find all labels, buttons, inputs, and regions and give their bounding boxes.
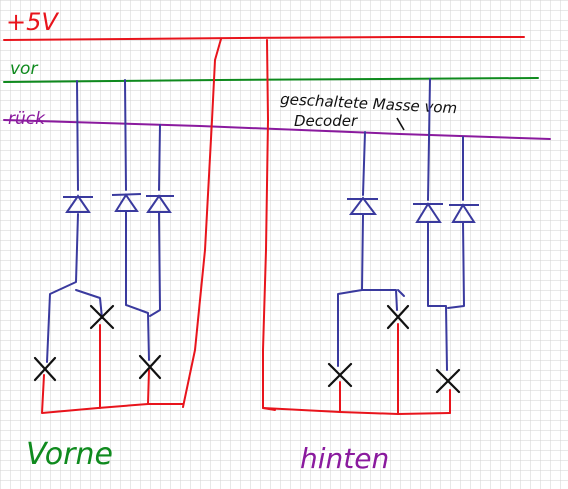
rail-plus5v [3,36,525,41]
label-rueck: rück [8,109,46,129]
note-pointer [396,117,405,131]
lamp-icon [386,304,410,330]
label-hinten: hinten [300,442,389,475]
diode [449,203,479,223]
rail-rueck [3,119,551,140]
diode [413,202,443,223]
lamp-icon [435,368,461,394]
rail-vor [3,77,539,83]
diode [63,194,93,213]
lamp-icon [327,362,353,388]
label-vor: vor [10,59,38,79]
label-plus5v: +5V [6,8,59,36]
diode [146,194,174,213]
lamp-icon [33,356,57,382]
note-line2: Decoder [294,112,358,130]
diode [347,196,378,215]
lamp-icon [138,354,162,380]
group-hinten [262,78,479,415]
diode [111,193,142,212]
lamp-icon [89,304,115,330]
group-vorne [33,79,184,414]
label-vorne: Vorne [26,437,113,472]
